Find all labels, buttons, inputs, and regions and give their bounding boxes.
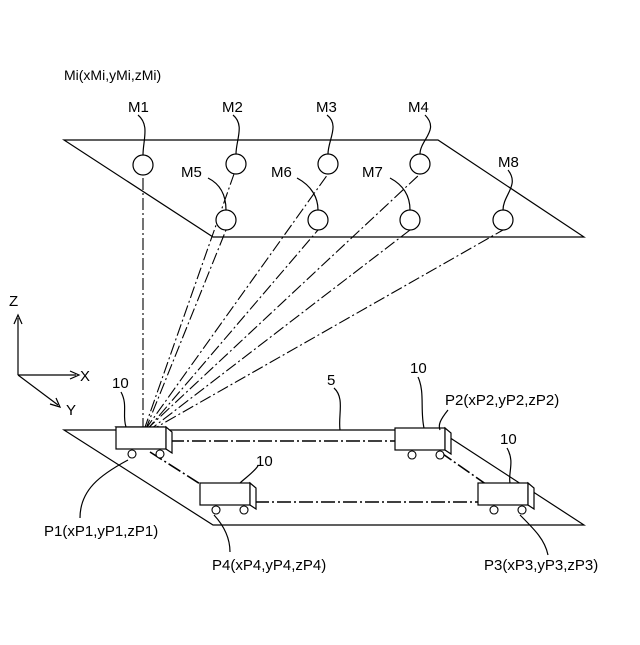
marker-label-m5: M5 bbox=[181, 164, 202, 181]
position-label-p4: P4(xP4,yP4,zP4) bbox=[212, 557, 326, 574]
axis-label-y: Y bbox=[66, 402, 76, 419]
vehicle-ref-label-3: 10 bbox=[500, 431, 517, 448]
vehicle-ref-label-2: 10 bbox=[410, 360, 427, 377]
marker-m7 bbox=[400, 210, 420, 230]
marker-label-m3: M3 bbox=[316, 99, 337, 116]
marker-coord-formula: Mi(xMi,yMi,zMi) bbox=[64, 67, 161, 83]
vehicle-p3 bbox=[478, 483, 534, 514]
marker-m6 bbox=[308, 210, 328, 230]
vehicle-ref-label-1: 10 bbox=[112, 375, 129, 392]
floor-ref-label: 5 bbox=[327, 372, 335, 389]
marker-label-m8: M8 bbox=[498, 154, 519, 171]
position-label-p3: P3(xP3,yP3,zP3) bbox=[484, 557, 598, 574]
vehicle-p1 bbox=[116, 427, 172, 458]
coordinate-axes bbox=[14, 315, 79, 407]
marker-label-m6: M6 bbox=[271, 164, 292, 181]
marker-label-m2: M2 bbox=[222, 99, 243, 116]
marker-label-m1: M1 bbox=[128, 99, 149, 116]
vehicle-p2 bbox=[395, 428, 451, 459]
floor-leader bbox=[334, 388, 340, 430]
vehicle-ref-label-4: 10 bbox=[256, 453, 273, 470]
marker-m5 bbox=[216, 210, 236, 230]
marker-m3 bbox=[318, 154, 338, 174]
axis-label-x: X bbox=[80, 368, 90, 385]
vehicle-p4 bbox=[200, 483, 256, 514]
position-label-p2: P2(xP2,yP2,zP2) bbox=[445, 392, 559, 409]
position-label-p1: P1(xP1,yP1,zP1) bbox=[44, 523, 158, 540]
axis-label-z: Z bbox=[9, 293, 18, 310]
marker-label-m4: M4 bbox=[408, 99, 429, 116]
marker-m1 bbox=[133, 155, 153, 175]
marker-m4 bbox=[410, 154, 430, 174]
marker-m2 bbox=[226, 154, 246, 174]
marker-m8 bbox=[493, 210, 513, 230]
marker-label-m7: M7 bbox=[362, 164, 383, 181]
